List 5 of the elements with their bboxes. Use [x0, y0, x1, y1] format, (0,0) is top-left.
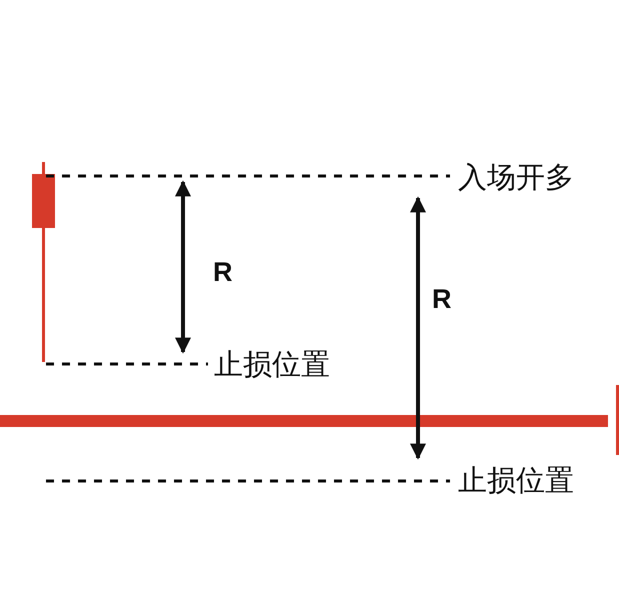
dimension-label: R: [213, 259, 232, 286]
level-label: 止损位置: [214, 350, 330, 379]
level-label: 止损位置: [458, 466, 574, 495]
dimension-label: R: [432, 286, 452, 313]
level-label: 入场开多: [458, 163, 574, 192]
